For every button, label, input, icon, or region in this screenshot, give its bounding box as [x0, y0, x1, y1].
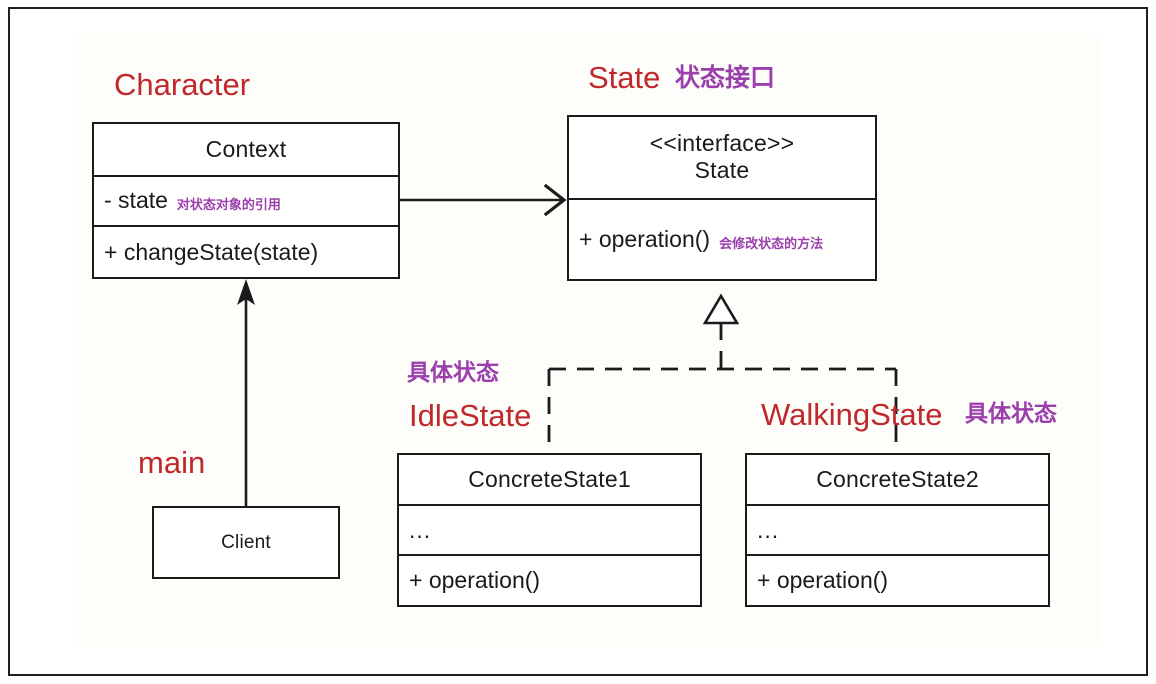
- label-main: main: [138, 445, 206, 480]
- class-box-concrete-state-1[interactable]: ConcreteState1 ... + operation(): [397, 453, 702, 607]
- context-class-name: Context: [205, 135, 287, 162]
- state-header: <<interface>> State: [569, 117, 875, 198]
- state-operations: + operation() 会修改状态的方法: [569, 197, 875, 279]
- concrete-state-1-attributes: ...: [399, 503, 700, 555]
- label-state-role: State: [588, 60, 661, 95]
- state-stereotype: <<interface>>: [649, 130, 795, 157]
- context-attribute-note: 对状态对象的引用: [176, 198, 281, 214]
- concrete-state-1-attributes-text: ...: [409, 516, 432, 543]
- client-class-name: Client: [221, 531, 271, 553]
- class-box-concrete-state-2[interactable]: ConcreteState2 ... + operation(): [745, 453, 1050, 607]
- context-operations: + changeState(state): [94, 225, 398, 277]
- concrete-state-2-attributes: ...: [747, 503, 1048, 555]
- class-box-context[interactable]: Context - state 对状态对象的引用 + changeState(s…: [92, 122, 400, 279]
- state-operation: + operation(): [579, 225, 711, 252]
- context-attribute-state: - state: [104, 187, 168, 214]
- class-box-client[interactable]: Client: [152, 506, 340, 579]
- label-walking-role: WalkingState: [761, 397, 943, 432]
- concrete-state-2-attributes-text: ...: [757, 516, 780, 543]
- label-idle-role-cn: 具体状态: [407, 360, 499, 386]
- label-state-role-cn: 状态接口: [675, 63, 776, 92]
- concrete-state-2-class-name: ConcreteState2: [816, 465, 979, 492]
- label-walking-role-cn: 具体状态: [965, 401, 1057, 427]
- state-class-name: State: [694, 157, 750, 184]
- context-attributes: - state 对状态对象的引用: [94, 174, 398, 226]
- concrete-state-2-operations: + operation(): [747, 554, 1048, 605]
- class-box-state[interactable]: <<interface>> State + operation() 会修改状态的…: [567, 115, 877, 281]
- state-operation-note: 会修改状态的方法: [719, 236, 824, 252]
- concrete-state-2-operation: + operation(): [757, 567, 889, 594]
- label-idle-role: IdleState: [409, 398, 532, 433]
- concrete-state-1-operations: + operation(): [399, 554, 700, 605]
- concrete-state-1-class-name: ConcreteState1: [468, 465, 631, 492]
- concrete-state-1-operation: + operation(): [409, 567, 541, 594]
- label-character: Character: [114, 67, 251, 102]
- context-operation-changestate: + changeState(state): [104, 238, 319, 265]
- image-frame: Character State 状态接口 main 具体状态 IdleState…: [8, 7, 1148, 676]
